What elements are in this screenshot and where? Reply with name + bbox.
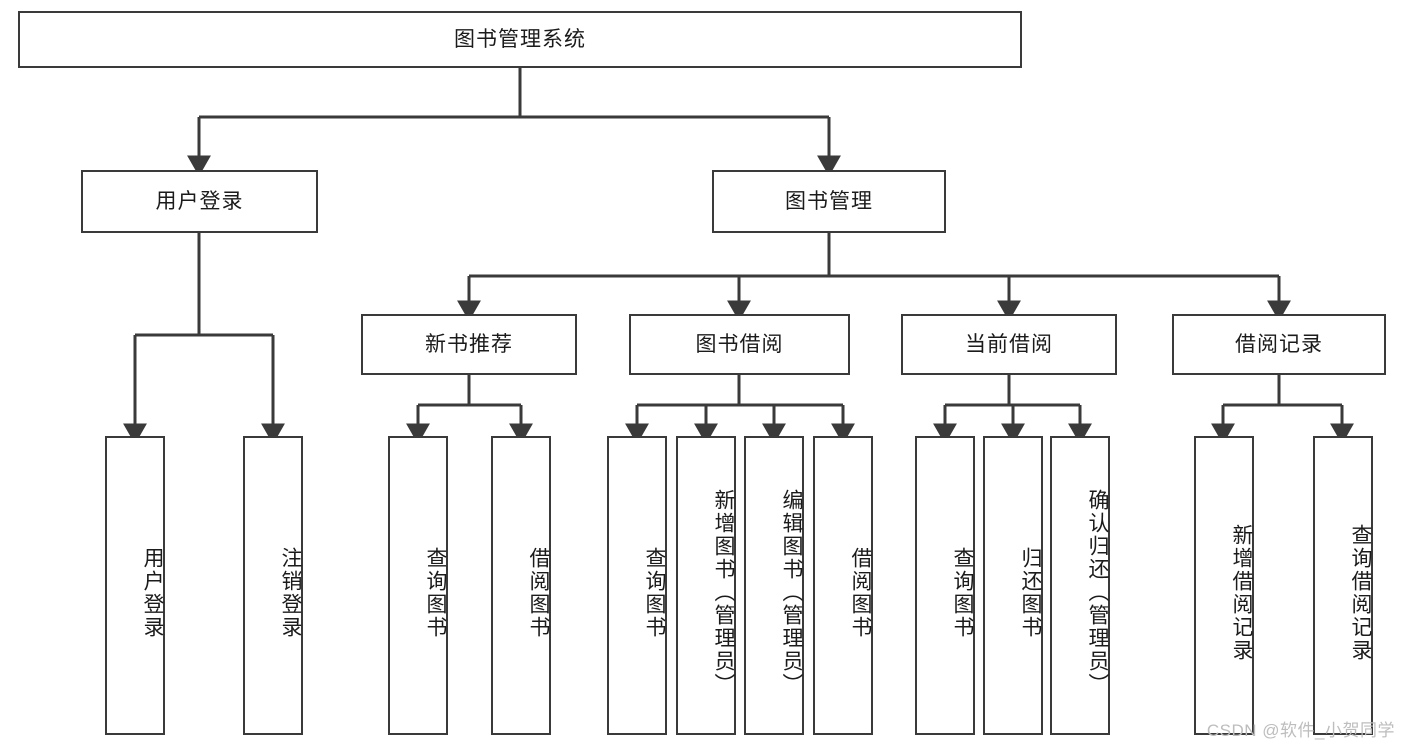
node-leaf-query-record[interactable]: 查询借阅记录: [1313, 436, 1373, 735]
node-new-book-recommend[interactable]: 新书推荐: [361, 314, 577, 375]
node-leaf-add-record-label: 新增借阅记录: [1230, 523, 1253, 662]
node-leaf-return-book[interactable]: 归还图书: [983, 436, 1043, 735]
node-leaf-edit-book[interactable]: 编辑图书（管理员）: [744, 436, 804, 735]
node-book-borrow[interactable]: 图书借阅: [629, 314, 850, 375]
node-leaf-logout[interactable]: 注销登录: [243, 436, 303, 735]
node-leaf-query-book-2-label: 查询图书: [643, 546, 666, 639]
node-leaf-add-book-label: 新增图书（管理员）: [712, 489, 735, 696]
node-root-label: 图书管理系统: [454, 27, 586, 51]
node-book-borrow-label: 图书借阅: [695, 332, 784, 356]
node-leaf-query-book-2[interactable]: 查询图书: [607, 436, 667, 735]
node-leaf-query-book-3[interactable]: 查询图书: [915, 436, 975, 735]
node-new-book-recommend-label: 新书推荐: [425, 332, 513, 356]
node-leaf-borrow-book-1[interactable]: 借阅图书: [491, 436, 551, 735]
node-leaf-user-login[interactable]: 用户登录: [105, 436, 165, 735]
node-leaf-return-book-label: 归还图书: [1019, 546, 1042, 639]
node-book-management-label: 图书管理: [785, 189, 873, 213]
node-current-borrow-label: 当前借阅: [965, 332, 1053, 356]
node-leaf-query-record-label: 查询借阅记录: [1349, 523, 1372, 662]
node-leaf-borrow-book-1-label: 借阅图书: [527, 546, 550, 639]
node-leaf-borrow-book-2[interactable]: 借阅图书: [813, 436, 873, 735]
node-leaf-borrow-book-2-label: 借阅图书: [849, 546, 872, 639]
node-leaf-logout-label: 注销登录: [279, 546, 302, 639]
node-leaf-query-book-3-label: 查询图书: [951, 546, 974, 639]
node-leaf-user-login-label: 用户登录: [141, 546, 164, 639]
node-user-login[interactable]: 用户登录: [81, 170, 318, 233]
watermark: CSDN @软件_小贺同学: [1206, 721, 1395, 740]
node-leaf-query-book-1[interactable]: 查询图书: [388, 436, 448, 735]
node-current-borrow[interactable]: 当前借阅: [901, 314, 1117, 375]
node-borrow-record-label: 借阅记录: [1235, 332, 1323, 356]
node-root[interactable]: 图书管理系统: [18, 11, 1022, 68]
node-leaf-edit-book-label: 编辑图书（管理员）: [780, 489, 803, 696]
node-leaf-confirm-return-label: 确认归还（管理员）: [1086, 489, 1109, 696]
node-leaf-add-record[interactable]: 新增借阅记录: [1194, 436, 1254, 735]
node-book-management[interactable]: 图书管理: [712, 170, 946, 233]
node-leaf-add-book[interactable]: 新增图书（管理员）: [676, 436, 736, 735]
node-leaf-confirm-return[interactable]: 确认归还（管理员）: [1050, 436, 1110, 735]
node-user-login-label: 用户登录: [155, 189, 244, 213]
node-borrow-record[interactable]: 借阅记录: [1172, 314, 1386, 375]
node-leaf-query-book-1-label: 查询图书: [424, 546, 447, 639]
